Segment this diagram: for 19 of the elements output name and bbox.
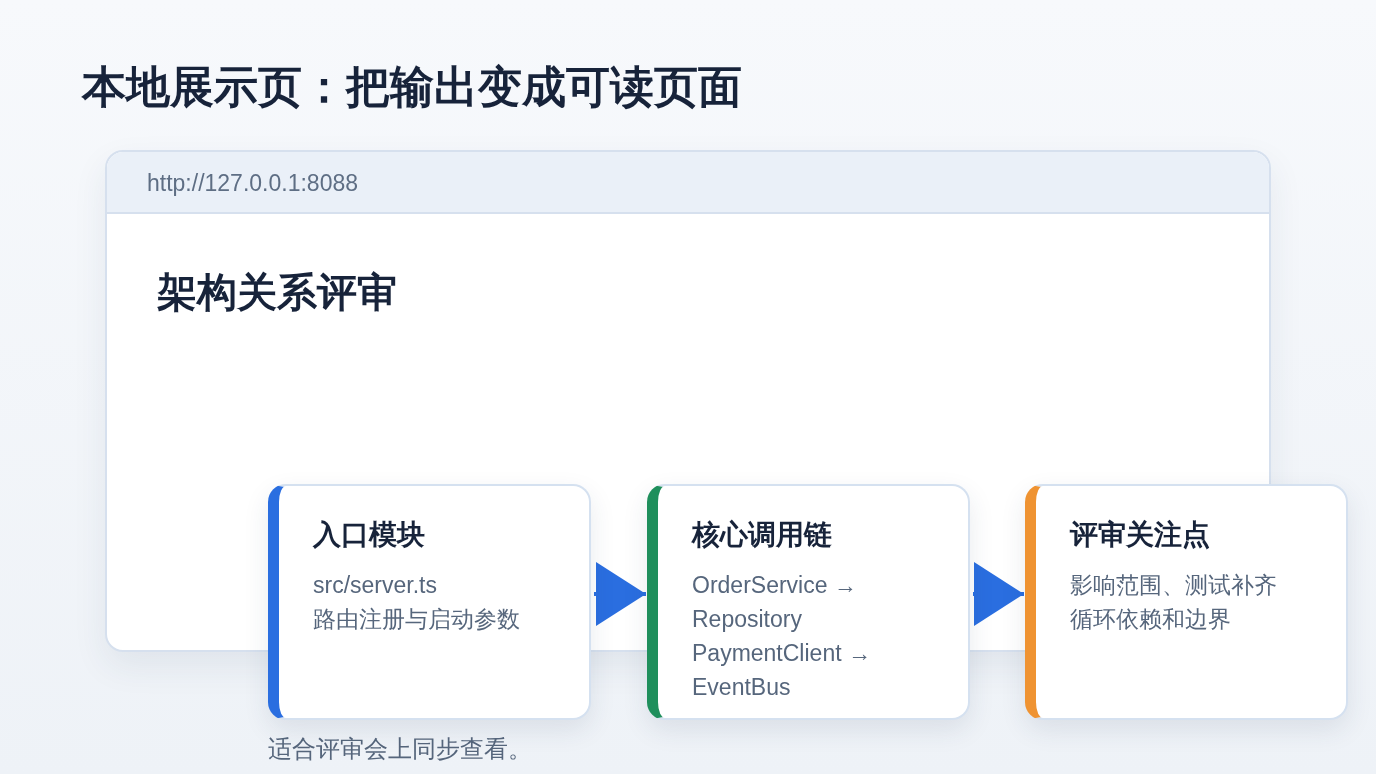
caption: 适合评审会上同步查看。	[268, 734, 532, 764]
card-text: PaymentClient → EventBus	[692, 639, 872, 702]
arrow	[594, 562, 646, 626]
arrow	[973, 562, 1024, 626]
card-text: 循环依赖和边界	[1070, 605, 1231, 634]
card-text: 路由注册与启动参数	[313, 605, 520, 634]
card	[268, 484, 591, 720]
page-heading: 架构关系评审	[157, 269, 397, 316]
card	[1025, 484, 1348, 720]
card-title: 入口模块	[313, 518, 425, 552]
card-text: 影响范围、测试补齐	[1070, 571, 1277, 600]
page-title: 本地展示页：把输出变成可读页面	[82, 61, 742, 113]
card	[647, 484, 970, 720]
address-bar	[107, 152, 1269, 214]
card-title: 评审关注点	[1070, 518, 1210, 552]
card-title: 核心调用链	[692, 518, 832, 552]
card-text: OrderService → Repository	[692, 571, 858, 634]
card-text: src/server.ts	[313, 571, 437, 600]
url-text: http://127.0.0.1:8088	[147, 169, 358, 197]
